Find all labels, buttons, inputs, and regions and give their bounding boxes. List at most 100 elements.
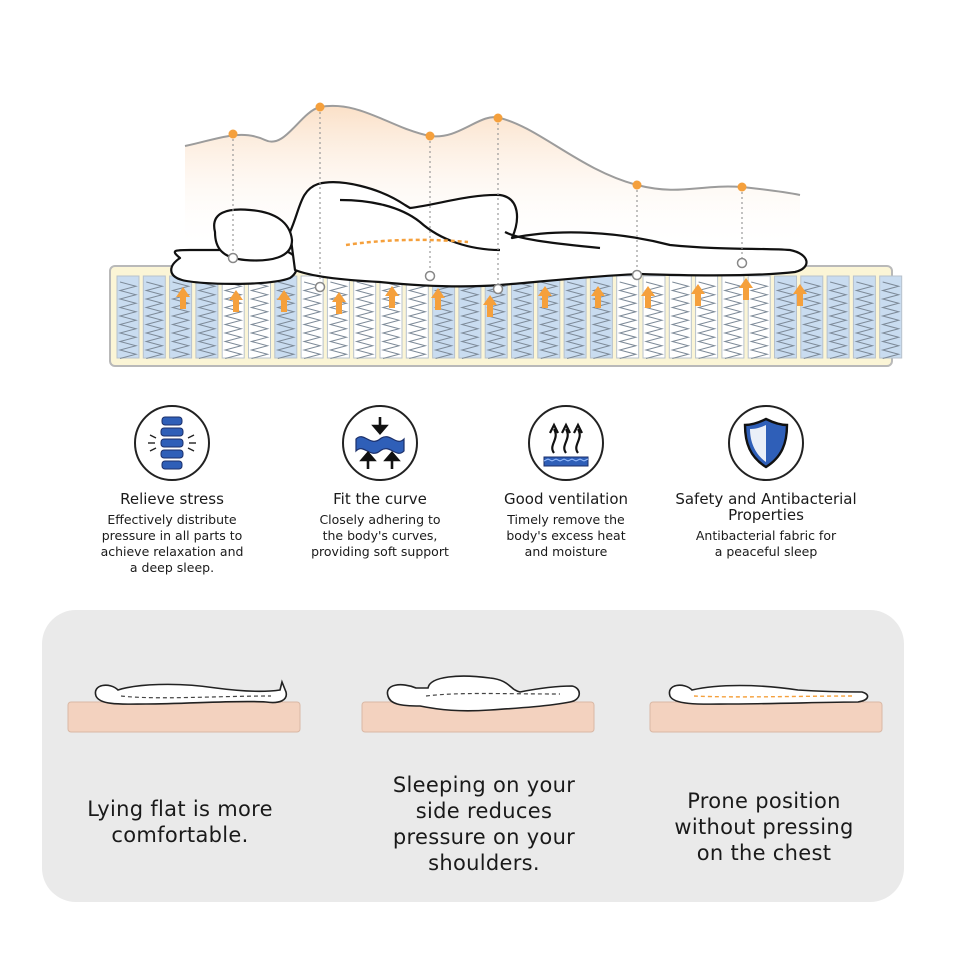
- up-arrow: [641, 286, 655, 308]
- shield-icon: [743, 417, 789, 469]
- contact-dot: [227, 252, 239, 264]
- feature-description-line: and moisture: [524, 544, 608, 559]
- sleep-positions-panel: Lying flat is more comfortable. Sleeping…: [42, 610, 904, 902]
- up-arrow: [385, 286, 399, 308]
- feature-description-line: Antibacterial fabric for: [695, 528, 837, 543]
- spring-coil: [747, 275, 771, 359]
- up-arrow: [538, 286, 552, 308]
- pose-caption-line: side reduces: [415, 799, 553, 823]
- spring-coil: [537, 275, 561, 359]
- arm-outline: [339, 198, 501, 252]
- spring-coil: [432, 275, 456, 359]
- contact-dot: [424, 270, 436, 282]
- spring-coil: [511, 275, 534, 359]
- spring-coil: [800, 275, 824, 359]
- feature-description: Antibacterial fabric for a peaceful slee…: [666, 528, 866, 560]
- mattress-support-diagram: [109, 102, 903, 367]
- pose-caption-line: shoulders.: [428, 851, 540, 875]
- pressure-dot: [632, 180, 642, 190]
- pressure-dot: [493, 113, 503, 123]
- pressure-dot: [737, 182, 747, 192]
- spring-coil: [221, 275, 245, 359]
- body-outline: [288, 181, 808, 288]
- spring-coil: [826, 275, 850, 359]
- pressure-dot: [425, 131, 435, 141]
- feature-description-line: Timely remove the: [507, 512, 625, 527]
- pose-side: [360, 670, 600, 740]
- feature-description-line: a peaceful sleep: [714, 544, 818, 559]
- feature-description: Effectively distribute pressure in all p…: [72, 512, 272, 576]
- up-arrow: [332, 292, 346, 314]
- feature-icon-frame: [342, 405, 418, 481]
- features-row: Relieve stress Effectively distribute pr…: [0, 405, 960, 595]
- feature-safety-antibacterial: Safety and Antibacterial Properties Anti…: [666, 405, 866, 560]
- pose-caption: Lying flat is more comfortable.: [50, 796, 310, 848]
- spring-coil: [774, 275, 797, 359]
- up-arrow: [229, 290, 243, 312]
- feature-title: Safety and Antibacterial Properties: [666, 491, 866, 523]
- spring-coil: [563, 275, 587, 359]
- up-arrow: [739, 278, 753, 300]
- contact-dot: [314, 281, 326, 293]
- pressure-guides: [227, 102, 748, 295]
- pose-caption-line: Prone position: [687, 789, 841, 813]
- pose-caption-line: Sleeping on your: [392, 773, 576, 797]
- spring-coil: [274, 275, 298, 359]
- spring-coil: [142, 275, 166, 359]
- feature-title: Fit the curve: [333, 490, 427, 508]
- spring-row: [116, 275, 903, 359]
- prone-body-illustration: [649, 684, 883, 733]
- spring-coil: [616, 275, 640, 359]
- feature-description: Closely adhering to the body's curves, p…: [280, 512, 480, 560]
- spring-coil: [353, 275, 377, 359]
- pressure-dot: [228, 129, 238, 139]
- spine-icon: [148, 416, 196, 470]
- up-arrow: [176, 287, 190, 309]
- up-arrow: [431, 288, 445, 310]
- sleeping-body: [170, 181, 808, 288]
- feature-good-ventilation: Good ventilation Timely remove the body'…: [466, 405, 666, 560]
- feature-description-line: Effectively distribute: [107, 512, 237, 527]
- feature-description-line: pressure in all parts to: [101, 528, 243, 543]
- feature-description-line: a deep sleep.: [129, 560, 215, 575]
- spring-coil: [326, 275, 350, 359]
- pose-prone: [648, 670, 888, 740]
- pose-lying-flat: [66, 670, 306, 740]
- spring-coil: [195, 275, 219, 359]
- pose-caption-line: pressure on your: [392, 825, 576, 849]
- spring-coil: [248, 275, 271, 359]
- thigh-outline: [504, 231, 601, 250]
- feature-title: Good ventilation: [503, 490, 629, 508]
- up-arrow: [793, 284, 807, 306]
- spring-coil: [642, 275, 666, 359]
- feature-description-line: providing soft support: [311, 544, 449, 559]
- feature-icon-frame: [134, 405, 210, 481]
- contact-dot: [631, 269, 643, 281]
- up-arrow: [483, 295, 497, 317]
- pressure-curve: [184, 104, 801, 196]
- pose-caption-line: Lying flat is more: [87, 797, 273, 821]
- feature-title: Relieve stress: [120, 490, 224, 508]
- feature-description-line: body's excess heat: [506, 528, 626, 543]
- support-arrows: [176, 278, 807, 317]
- side-body-illustration: [361, 675, 595, 733]
- up-arrow: [591, 286, 605, 308]
- spring-coil: [300, 275, 324, 359]
- spring-coil: [405, 275, 429, 359]
- supine-body-illustration: [67, 679, 301, 733]
- spring-coil: [169, 275, 193, 359]
- up-arrow: [277, 290, 291, 312]
- contact-dot: [492, 283, 504, 295]
- pose-caption-line: on the chest: [696, 841, 832, 865]
- spring-coil: [589, 275, 613, 359]
- hero-illustration: [0, 0, 960, 390]
- feature-description-line: the body's curves,: [322, 528, 438, 543]
- pose-caption-line: without pressing: [674, 815, 854, 839]
- pose-caption: Sleeping on your side reduces pressure o…: [354, 772, 614, 876]
- pressure-dot: [315, 102, 325, 112]
- contact-dot: [736, 257, 748, 269]
- feature-description: Timely remove the body's excess heat and…: [466, 512, 666, 560]
- spring-coil: [695, 275, 719, 359]
- feature-icon-frame: [528, 405, 604, 481]
- spring-coil: [458, 275, 482, 359]
